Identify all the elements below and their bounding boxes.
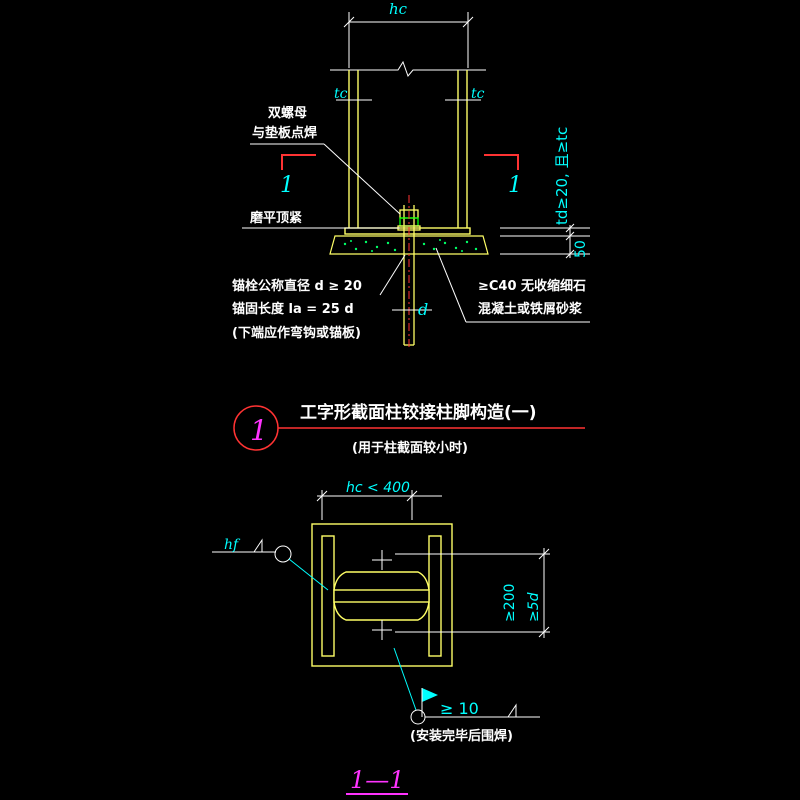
weld-note: (安装完毕后围焊) [410, 728, 513, 744]
title-main: 工字形截面柱铰接柱脚构造(一) [300, 402, 537, 423]
grout-label-2: 混凝土或铁屑砂浆 [478, 301, 583, 317]
tc-left-label: tc [334, 86, 348, 102]
dim-200-label: ≥200 [502, 584, 518, 622]
section-width-label: hc < 400 [346, 480, 410, 496]
h-section [321, 535, 442, 657]
anchor-label-2: 锚固长度 la = 25 d [232, 301, 354, 317]
weld-symbol-hf [212, 538, 329, 591]
dim-hc-top: hc [343, 0, 474, 68]
column-flanges [348, 70, 468, 228]
weld-size-label: ≥ 10 [440, 699, 479, 718]
nut-label-1: 双螺母 [268, 105, 307, 121]
title-number: 1 [250, 414, 268, 447]
title-block: 1 工字形截面柱铰接柱脚构造(一) (用于柱截面较小时) [233, 402, 585, 456]
hf-label: hf [224, 537, 241, 553]
bearing-label: 磨平顶紧 [250, 210, 302, 226]
dim-200 [395, 548, 550, 638]
base-plate [344, 227, 471, 235]
section-mark-right-label: 1 [508, 173, 522, 198]
d-label: d [418, 300, 428, 319]
section-name-label: 1—1 [350, 766, 405, 794]
dim-5d-label: ≥5d [526, 592, 542, 622]
section-mark-right: 1 [484, 154, 522, 198]
bolt-marks [372, 550, 392, 640]
title-sub: (用于柱截面较小时) [352, 440, 468, 456]
section-mark-left-label: 1 [280, 173, 294, 198]
anchor-label-3: (下端应作弯钩或锚板) [232, 325, 361, 341]
dim-hc-section [316, 490, 442, 520]
grout-layer [329, 235, 489, 255]
anchor-bolt [397, 205, 421, 346]
leader-nut [250, 143, 401, 215]
td-label: td≥20, 且≥tc [553, 127, 571, 225]
anchor-label-1: 锚栓公称直径 d ≥ 20 [232, 278, 362, 294]
grout-height-label: 50 [573, 240, 589, 258]
break-line [330, 60, 486, 77]
grout-label-1: ≥C40 无收缩细石 [478, 278, 586, 294]
section-base-plate [311, 523, 453, 667]
dim-td [500, 223, 590, 259]
section-name: 1—1 [346, 766, 408, 795]
nut-label-2: 与垫板点焊 [252, 125, 317, 141]
section-mark-left: 1 [280, 154, 316, 198]
tc-right-label: tc [471, 86, 485, 102]
weld-symbol-bottom [393, 647, 540, 725]
leader-grout [435, 247, 590, 323]
leader-anchor [379, 254, 406, 296]
dim-hc-label: hc [389, 0, 408, 18]
